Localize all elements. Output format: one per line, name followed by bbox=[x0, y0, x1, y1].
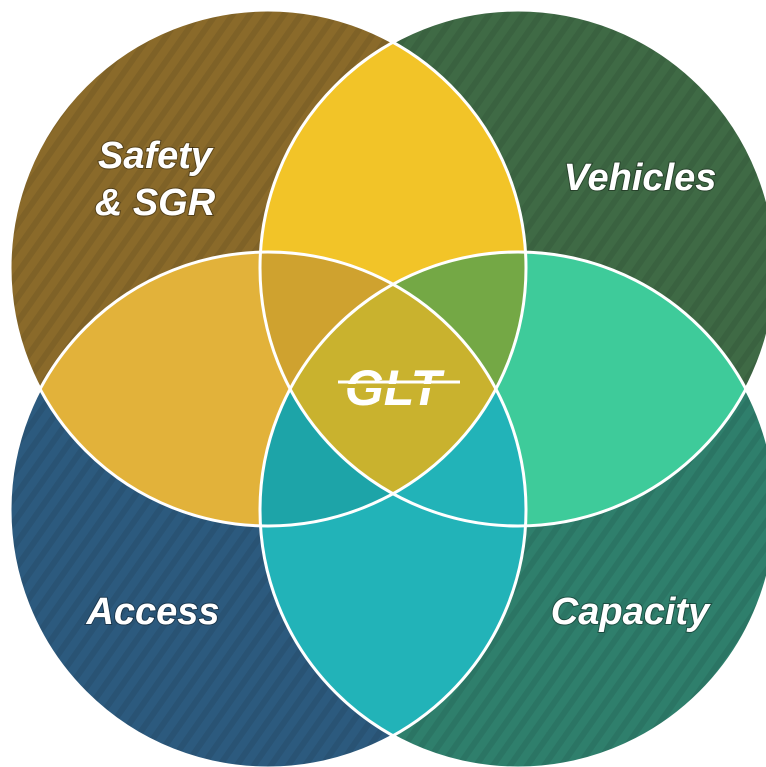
safety-label-line1: Safety bbox=[98, 135, 214, 177]
overlap-lenses bbox=[10, 10, 766, 767]
glt-logo: GLT bbox=[338, 360, 460, 416]
outline-access bbox=[8, 250, 528, 767]
safety-label-line2: & SGR bbox=[95, 182, 216, 224]
outline-capacity bbox=[258, 250, 766, 767]
vehicles-label: Vehicles bbox=[564, 157, 717, 199]
outline-vehicles bbox=[258, 8, 766, 528]
circle-outlines bbox=[8, 8, 766, 767]
access-label: Access bbox=[85, 591, 219, 633]
outline-safety bbox=[8, 8, 528, 528]
capacity-label: Capacity bbox=[551, 591, 711, 633]
